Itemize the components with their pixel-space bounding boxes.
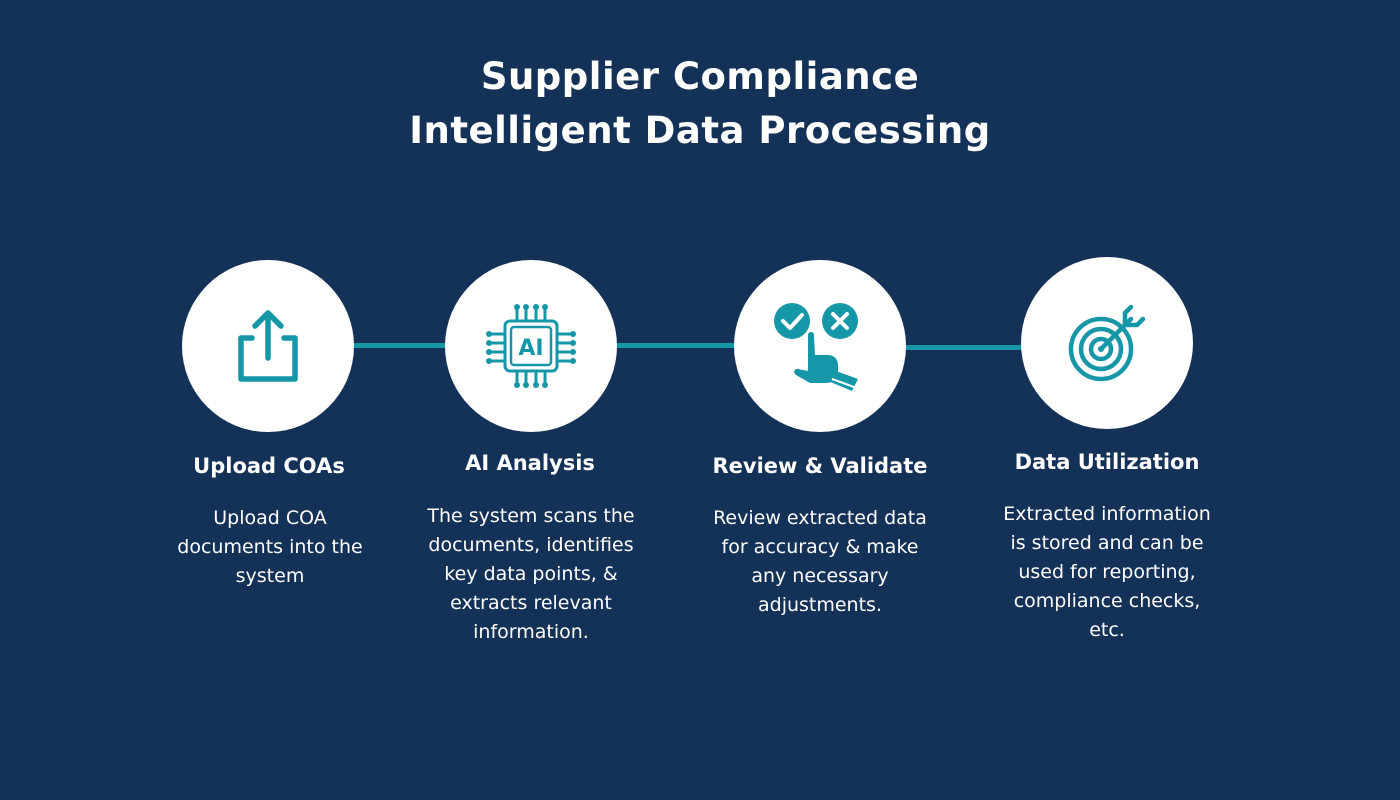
target-icon (1065, 301, 1149, 385)
title-line-2: Intelligent Data Processing (409, 109, 991, 152)
step-review-validate-description: Review extracted data for accuracy & mak… (713, 507, 927, 616)
review-validate-icon (770, 299, 870, 393)
step-data-utilization-title: Data Utilization (1014, 450, 1200, 474)
ai-chip-label: AI (518, 336, 543, 361)
upload-icon (232, 308, 304, 384)
step-ai-analysis-title: AI Analysis (465, 451, 595, 475)
step-data-utilization-description: Extracted information is stored and can … (1003, 503, 1211, 641)
step-upload-circle (182, 260, 354, 432)
step-data-utilization-circle (1021, 257, 1193, 429)
connector-1-2 (350, 343, 450, 348)
connector-2-3 (613, 343, 738, 348)
ai-chip-icon: AI (481, 301, 581, 391)
step-review-validate-circle (734, 260, 906, 432)
title-line-1: Supplier Compliance (480, 55, 920, 98)
connector-3-4 (902, 345, 1026, 350)
step-upload-description: Upload COA documents into the system (177, 507, 363, 587)
step-upload-title: Upload COAs (193, 454, 345, 478)
step-ai-analysis-description: The system scans the documents, identifi… (427, 505, 635, 643)
step-ai-analysis-circle: AI (445, 260, 617, 432)
step-review-validate-title: Review & Validate (712, 454, 928, 478)
